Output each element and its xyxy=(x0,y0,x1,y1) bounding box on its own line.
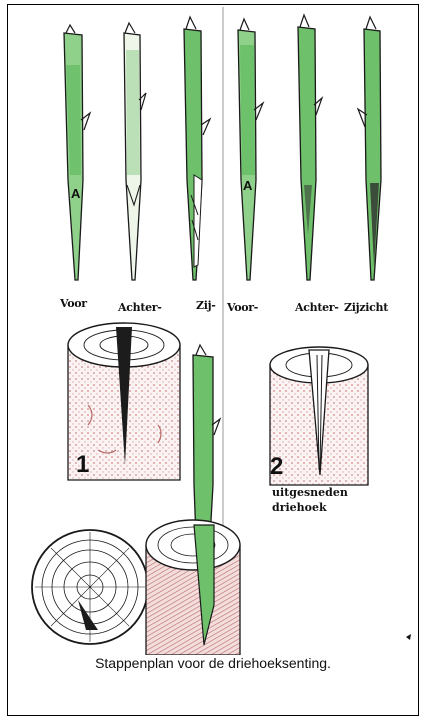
step-1-number: 1 xyxy=(76,451,89,479)
scion-voor-2: A xyxy=(238,19,263,280)
label-zij-1: Zij- xyxy=(196,299,216,312)
figure-caption: Stappenplan voor de driehoeksenting. xyxy=(8,655,418,671)
scion-voor-1: A xyxy=(64,25,90,280)
label-zijzicht-2: Zijzicht xyxy=(344,301,388,314)
step-2-note-line1: uitgesneden xyxy=(272,485,348,500)
step-2-number: 2 xyxy=(270,453,283,481)
label-voor-2: Voor- xyxy=(227,301,258,314)
svg-text:A: A xyxy=(71,186,81,201)
label-voor-1: Voor xyxy=(60,297,87,310)
figure-frame: A A xyxy=(7,4,419,716)
small-mark xyxy=(406,634,411,640)
step-2-note-line2: driehoek xyxy=(272,500,327,515)
grafting-illustration: A A xyxy=(8,5,420,655)
grafted-stump xyxy=(146,520,240,655)
stump-cross-section xyxy=(32,530,148,644)
split-stump-2 xyxy=(270,347,368,485)
scion-zijzicht-2 xyxy=(358,17,381,280)
label-achter-1: Achter- xyxy=(118,301,162,314)
scion-achter-2 xyxy=(298,15,322,280)
label-achter-2: Achter- xyxy=(295,301,339,314)
scion-zij-1 xyxy=(184,17,210,280)
scion-achter-1 xyxy=(124,23,146,280)
svg-text:A: A xyxy=(243,178,253,193)
